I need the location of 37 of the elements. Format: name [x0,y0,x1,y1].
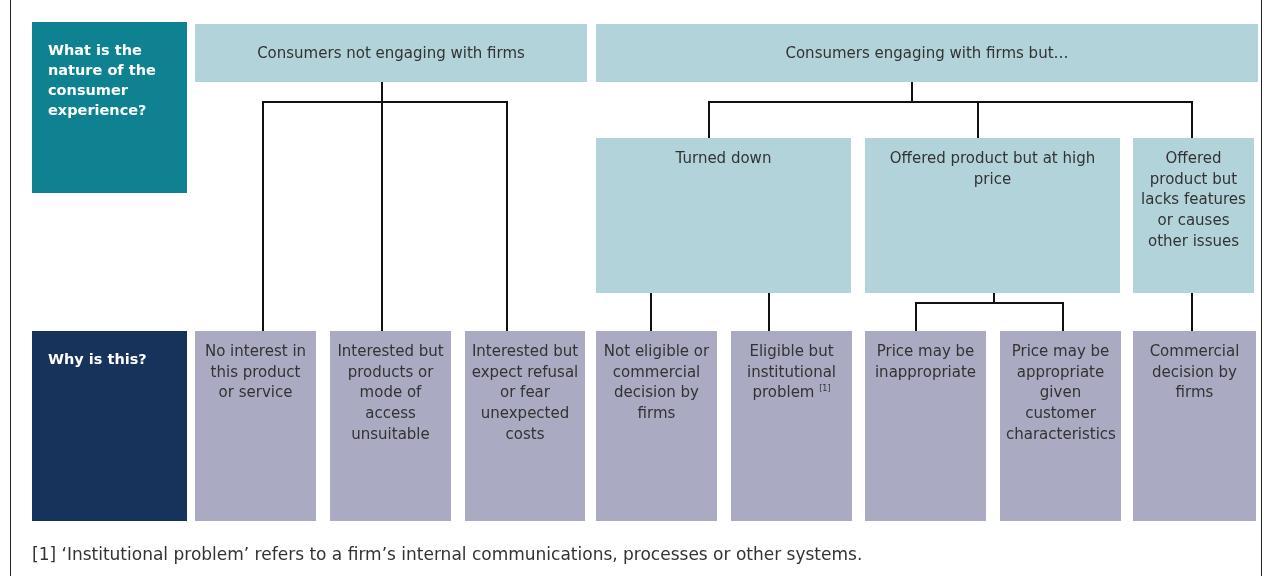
box-label: Price may be appropriate given customer characteristics [1006,341,1115,445]
reason-box [330,331,451,521]
box-label: Price may be inappropriate [873,341,978,383]
connector-line [1191,292,1193,332]
box-label: What is the nature of the consumer experience? [48,41,157,120]
connector-line [650,292,652,332]
reason-box [195,331,316,521]
box-label: Offered product but at high price [888,148,1097,190]
reason-box [865,331,986,521]
box-label: Consumers engaging with firms but… [784,42,1070,64]
connector-line [911,81,1193,139]
reason-box [1000,331,1121,521]
category-box [865,138,1120,293]
box-label: Consumers not engaging with firms [256,42,526,64]
box-label: No interest in this product or service [203,341,308,404]
box-label: Offered product but lacks features or causes other issues [1140,148,1247,252]
category-box [596,24,1258,82]
category-box [195,24,587,82]
row-header-box [32,331,187,521]
row-header-box [32,22,187,193]
connector-line [768,292,770,332]
connector-line [993,292,1064,332]
reason-box [596,331,717,521]
box-label: Why is this? [48,350,148,369]
reason-box [1133,331,1256,521]
category-box [596,138,851,293]
connector-line [381,81,508,332]
reason-box [465,331,585,521]
footnote: [1] ‘Institutional problem’ refers to a firm’s internal communications, processes or other systems. [32,544,863,564]
box-label: Eligible but institutional problem $^{[1]}$ [746,341,837,404]
reason-box [731,331,852,521]
box-label: Turned down [674,148,773,169]
category-box [1133,138,1254,293]
box-label: Interested but products or mode of access unsuitable [336,341,445,445]
box-label: Interested but expect refusal or fear unexpected costs [471,341,579,445]
box-label: Commercial decision by firms [1148,341,1241,404]
box-label: Not eligible or commercial decision by firms [602,341,711,424]
